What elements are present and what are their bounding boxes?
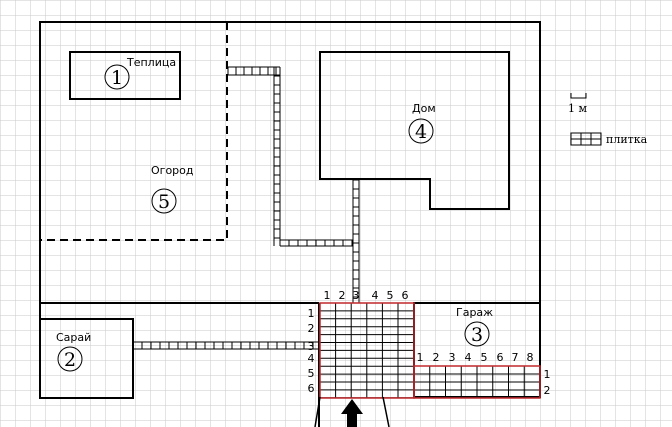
greenhouse-outline — [69, 51, 181, 100]
shed-label: Сарай — [56, 331, 91, 344]
garage-strip-row-label: 1 — [544, 368, 551, 381]
garage-strip-col-label: 2 — [433, 351, 440, 364]
garage-strip-col-label: 7 — [512, 351, 519, 364]
legend: 1 м плитка — [568, 93, 648, 146]
platform-column-labels: 1 2 3 4 5 6 — [324, 289, 409, 302]
garden-number: 5 — [158, 191, 170, 213]
garden-number-circle — [151, 188, 177, 214]
greenhouse-number: 1 — [111, 67, 123, 89]
shed-number-circle — [57, 346, 83, 372]
driveway-right-edge — [382, 396, 390, 427]
greenhouse-number-circle — [104, 64, 130, 90]
driveway-left-edge — [314, 396, 321, 427]
garage-strip-col-label: 8 — [527, 351, 534, 364]
scale-label: 1 м — [568, 102, 587, 115]
garage-strip-row-label: 2 — [544, 384, 551, 397]
garage-strip-col-label: 4 — [465, 351, 472, 364]
platform-col-label: 1 — [324, 289, 331, 302]
garden-label: Огород — [151, 164, 194, 177]
garage-strip-col-label: 1 — [417, 351, 424, 364]
platform-row-labels: 1 2 3 4 5 6 — [308, 307, 315, 395]
platform-col-label: 2 — [339, 289, 346, 302]
platform-row-label: 5 — [308, 367, 315, 380]
platform-row-label: 1 — [308, 307, 315, 320]
house-number: 4 — [415, 121, 427, 143]
house-label: Дом — [412, 102, 436, 115]
platform-row-label: 6 — [308, 382, 315, 395]
tile-legend-label: плитка — [606, 133, 648, 146]
garage-number: 3 — [471, 324, 483, 346]
platform-col-label: 3 — [353, 289, 360, 302]
platform-row-label: 4 — [308, 352, 315, 365]
platform-row-label: 2 — [308, 322, 315, 335]
garage-strip-col-label: 3 — [449, 351, 456, 364]
garage-strip-col-label: 6 — [497, 351, 504, 364]
scale-bar-icon — [570, 93, 587, 99]
platform-row-label: 3 — [308, 340, 315, 353]
plot-boundary-left — [39, 303, 134, 399]
garage-number-circle — [464, 321, 490, 347]
garage-label: Гараж — [456, 306, 493, 319]
platform-col-label: 4 — [372, 289, 379, 302]
shed-number: 2 — [64, 349, 76, 371]
entrance-arrow-icon — [341, 399, 363, 427]
garden-border — [40, 22, 228, 241]
house-outline — [319, 51, 510, 210]
garage-strip-column-labels: 1 2 3 4 5 6 7 8 — [417, 351, 534, 364]
entrance-platform-border — [319, 302, 415, 399]
garage-strip-border — [413, 365, 541, 399]
house-number-circle — [408, 118, 434, 144]
garage-strip-row-labels: 1 2 — [544, 368, 551, 397]
tile-legend-icon — [570, 132, 602, 146]
platform-col-label: 6 — [402, 289, 409, 302]
garage-strip-col-label: 5 — [481, 351, 488, 364]
platform-col-label: 5 — [387, 289, 394, 302]
greenhouse-label: Теплица — [126, 56, 176, 69]
